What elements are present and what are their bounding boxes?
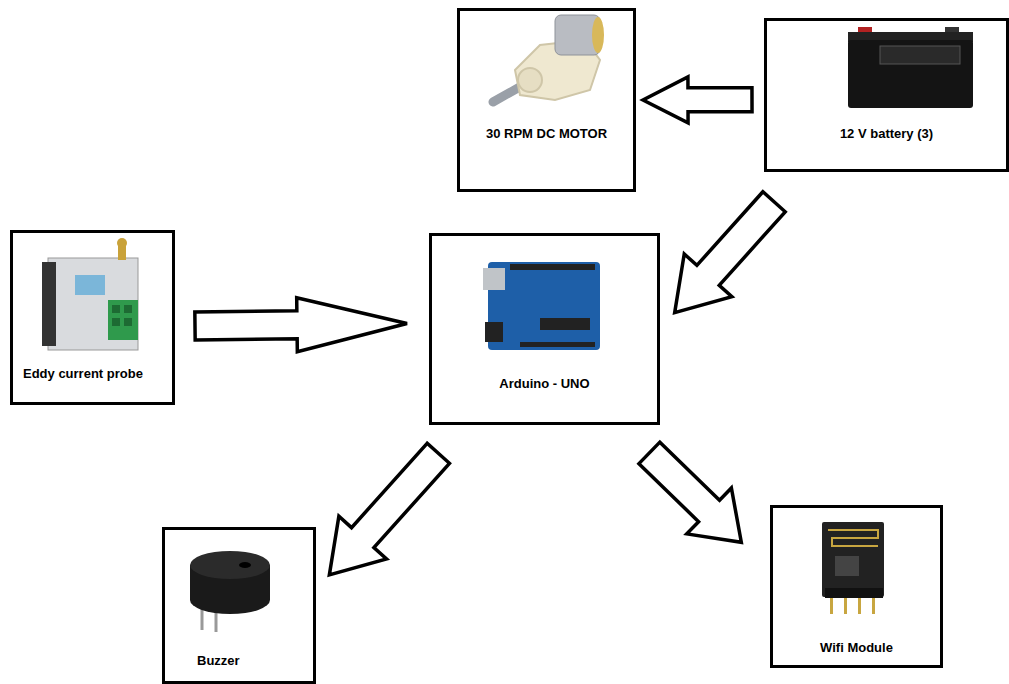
probe-terminal — [124, 318, 132, 326]
battery-label-plate — [880, 46, 960, 64]
probe-side — [42, 262, 56, 346]
arduino-chip — [540, 318, 590, 330]
component-label: Wifi Module — [773, 640, 940, 655]
block-arrow — [195, 298, 407, 352]
component-box: 12 V battery (3) — [764, 18, 1009, 172]
probe-label — [75, 275, 105, 295]
motor-endcap — [592, 17, 604, 53]
component-label: Arduino - UNO — [432, 376, 657, 391]
wifi-chip — [835, 556, 859, 576]
wifi-pin — [830, 598, 833, 614]
probe-body — [48, 258, 138, 350]
buzzer-top — [190, 551, 270, 579]
arduino-usb — [483, 268, 505, 290]
component-box: Arduino - UNO — [429, 233, 660, 425]
arduino-header — [520, 342, 595, 347]
probe-terminal — [112, 318, 120, 326]
probe-terminal-block — [108, 300, 138, 340]
battery-picture — [848, 27, 973, 108]
probe-terminal — [112, 305, 120, 313]
motor-picture — [493, 15, 604, 102]
wifi-picture — [822, 522, 884, 614]
wifi-header — [825, 588, 883, 598]
block-arrow — [675, 192, 786, 313]
block-arrow — [329, 443, 449, 575]
motor-boss — [518, 68, 542, 92]
wifi-antenna — [828, 530, 878, 546]
wifi-pin — [872, 598, 875, 614]
probe-picture — [42, 238, 138, 350]
component-label: 12 V battery (3) — [767, 126, 1006, 141]
wifi-pin — [844, 598, 847, 614]
buzzer-picture — [190, 551, 270, 632]
component-label: 30 RPM DC MOTOR — [460, 126, 633, 141]
component-box: Eddy current probe — [10, 230, 175, 405]
component-box: Buzzer — [162, 527, 316, 684]
buzzer-hole — [239, 562, 251, 568]
component-box: 30 RPM DC MOTOR — [457, 8, 636, 192]
component-label: Buzzer — [197, 653, 240, 668]
component-label: Eddy current probe — [23, 366, 143, 381]
probe-connector-cap — [117, 238, 127, 248]
wifi-pin — [858, 598, 861, 614]
arduino-header — [510, 264, 595, 270]
probe-terminal — [124, 305, 132, 313]
arduino-picture — [483, 262, 600, 350]
component-box: Wifi Module — [770, 505, 943, 668]
block-arrow — [643, 77, 752, 123]
arduino-power-jack — [485, 322, 503, 342]
battery-body — [848, 40, 973, 108]
wifi-pcb — [822, 522, 884, 597]
block-arrow — [639, 442, 741, 542]
